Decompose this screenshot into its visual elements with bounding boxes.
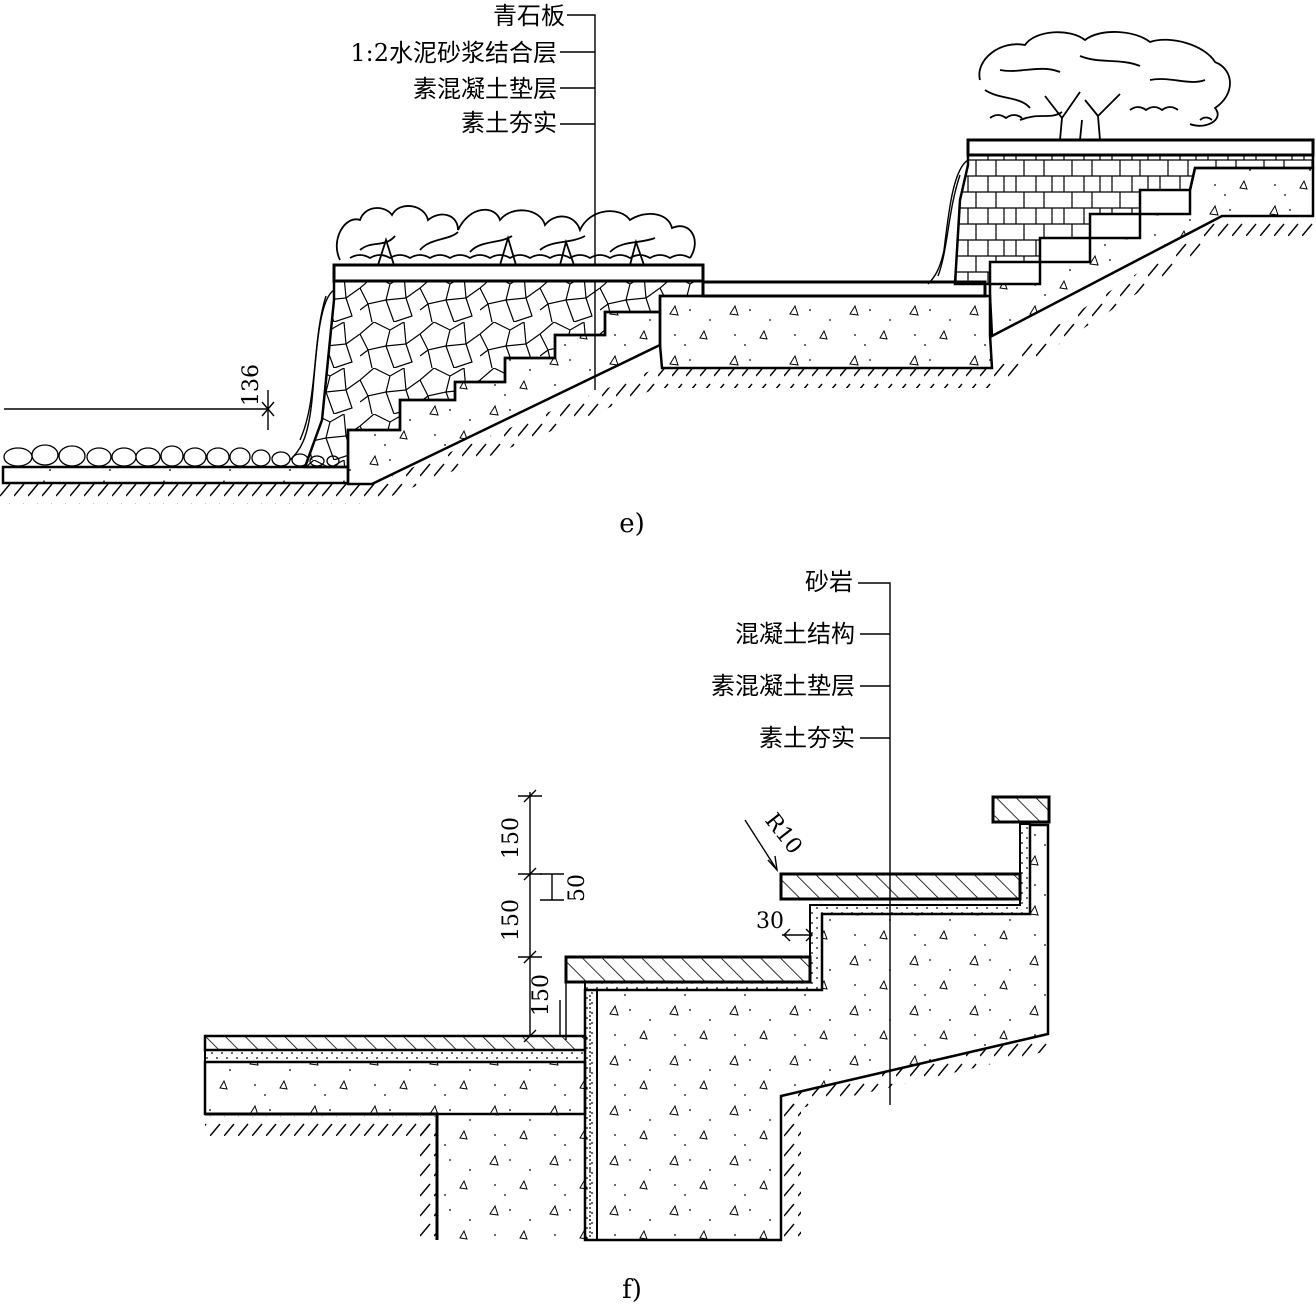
radius-label: R10 bbox=[760, 809, 807, 860]
upper-block-wall bbox=[927, 152, 1315, 286]
figure-e-layer-labels: 青石板 1:2水泥砂浆结合层 素混凝土垫层 素土夯实 bbox=[350, 2, 565, 137]
dimension-riser-2: 150 bbox=[499, 899, 524, 941]
figure-f-ground bbox=[205, 1034, 1052, 1240]
dimension-136: 136 bbox=[4, 364, 275, 430]
label-f-0: 砂岩 bbox=[805, 568, 853, 596]
lower-bluestone-cap bbox=[332, 263, 705, 283]
dimension-riser-1: 150 bbox=[499, 817, 524, 859]
label-e-0: 青石板 bbox=[493, 2, 565, 30]
label-f-2: 素混凝土垫层 bbox=[711, 672, 855, 700]
pebble-walkway bbox=[1, 444, 350, 485]
dimension-chain bbox=[518, 789, 567, 1043]
figure-e-ground bbox=[0, 216, 1316, 504]
dimension-136-label: 136 bbox=[239, 364, 264, 406]
dimension-30-label: 30 bbox=[756, 909, 784, 934]
upper-bluestone-cap bbox=[966, 138, 1315, 157]
label-f-1: 混凝土结构 bbox=[735, 620, 855, 648]
step-foundation-lower bbox=[437, 1062, 585, 1240]
figure-e: 青石板 1:2水泥砂浆结合层 素混凝土垫层 素土夯实 bbox=[0, 2, 1316, 539]
figure-f-layer-labels: 砂岩 混凝土结构 素混凝土垫层 素土夯实 bbox=[711, 568, 855, 752]
upper-concrete-base bbox=[988, 166, 1315, 339]
upper-tree bbox=[978, 31, 1231, 141]
caption-e: e) bbox=[619, 509, 645, 539]
label-e-3: 素土夯实 bbox=[461, 109, 557, 137]
figure-f: 砂岩 混凝土结构 素混凝土垫层 素土夯实 bbox=[203, 568, 1052, 1305]
sandstone-tread-upper bbox=[779, 872, 1022, 901]
radius-callout: R10 bbox=[744, 809, 807, 873]
lower-paving bbox=[203, 1034, 587, 1116]
label-e-2: 素混凝土垫层 bbox=[413, 75, 557, 103]
sandstone-tread-lower bbox=[564, 955, 812, 984]
caption-f: f) bbox=[622, 1275, 642, 1305]
label-f-3: 素土夯实 bbox=[759, 724, 855, 752]
dimension-30: 30 bbox=[756, 909, 813, 942]
dimension-offset-50: 50 bbox=[565, 874, 590, 902]
middle-bluestone-paving bbox=[701, 280, 987, 298]
sandstone-coping-top bbox=[991, 795, 1051, 824]
middle-concrete-base bbox=[658, 294, 994, 370]
label-e-1: 1:2水泥砂浆结合层 bbox=[350, 39, 557, 67]
dimension-riser-3: 150 bbox=[529, 974, 554, 1016]
lower-shrubs bbox=[335, 205, 696, 266]
